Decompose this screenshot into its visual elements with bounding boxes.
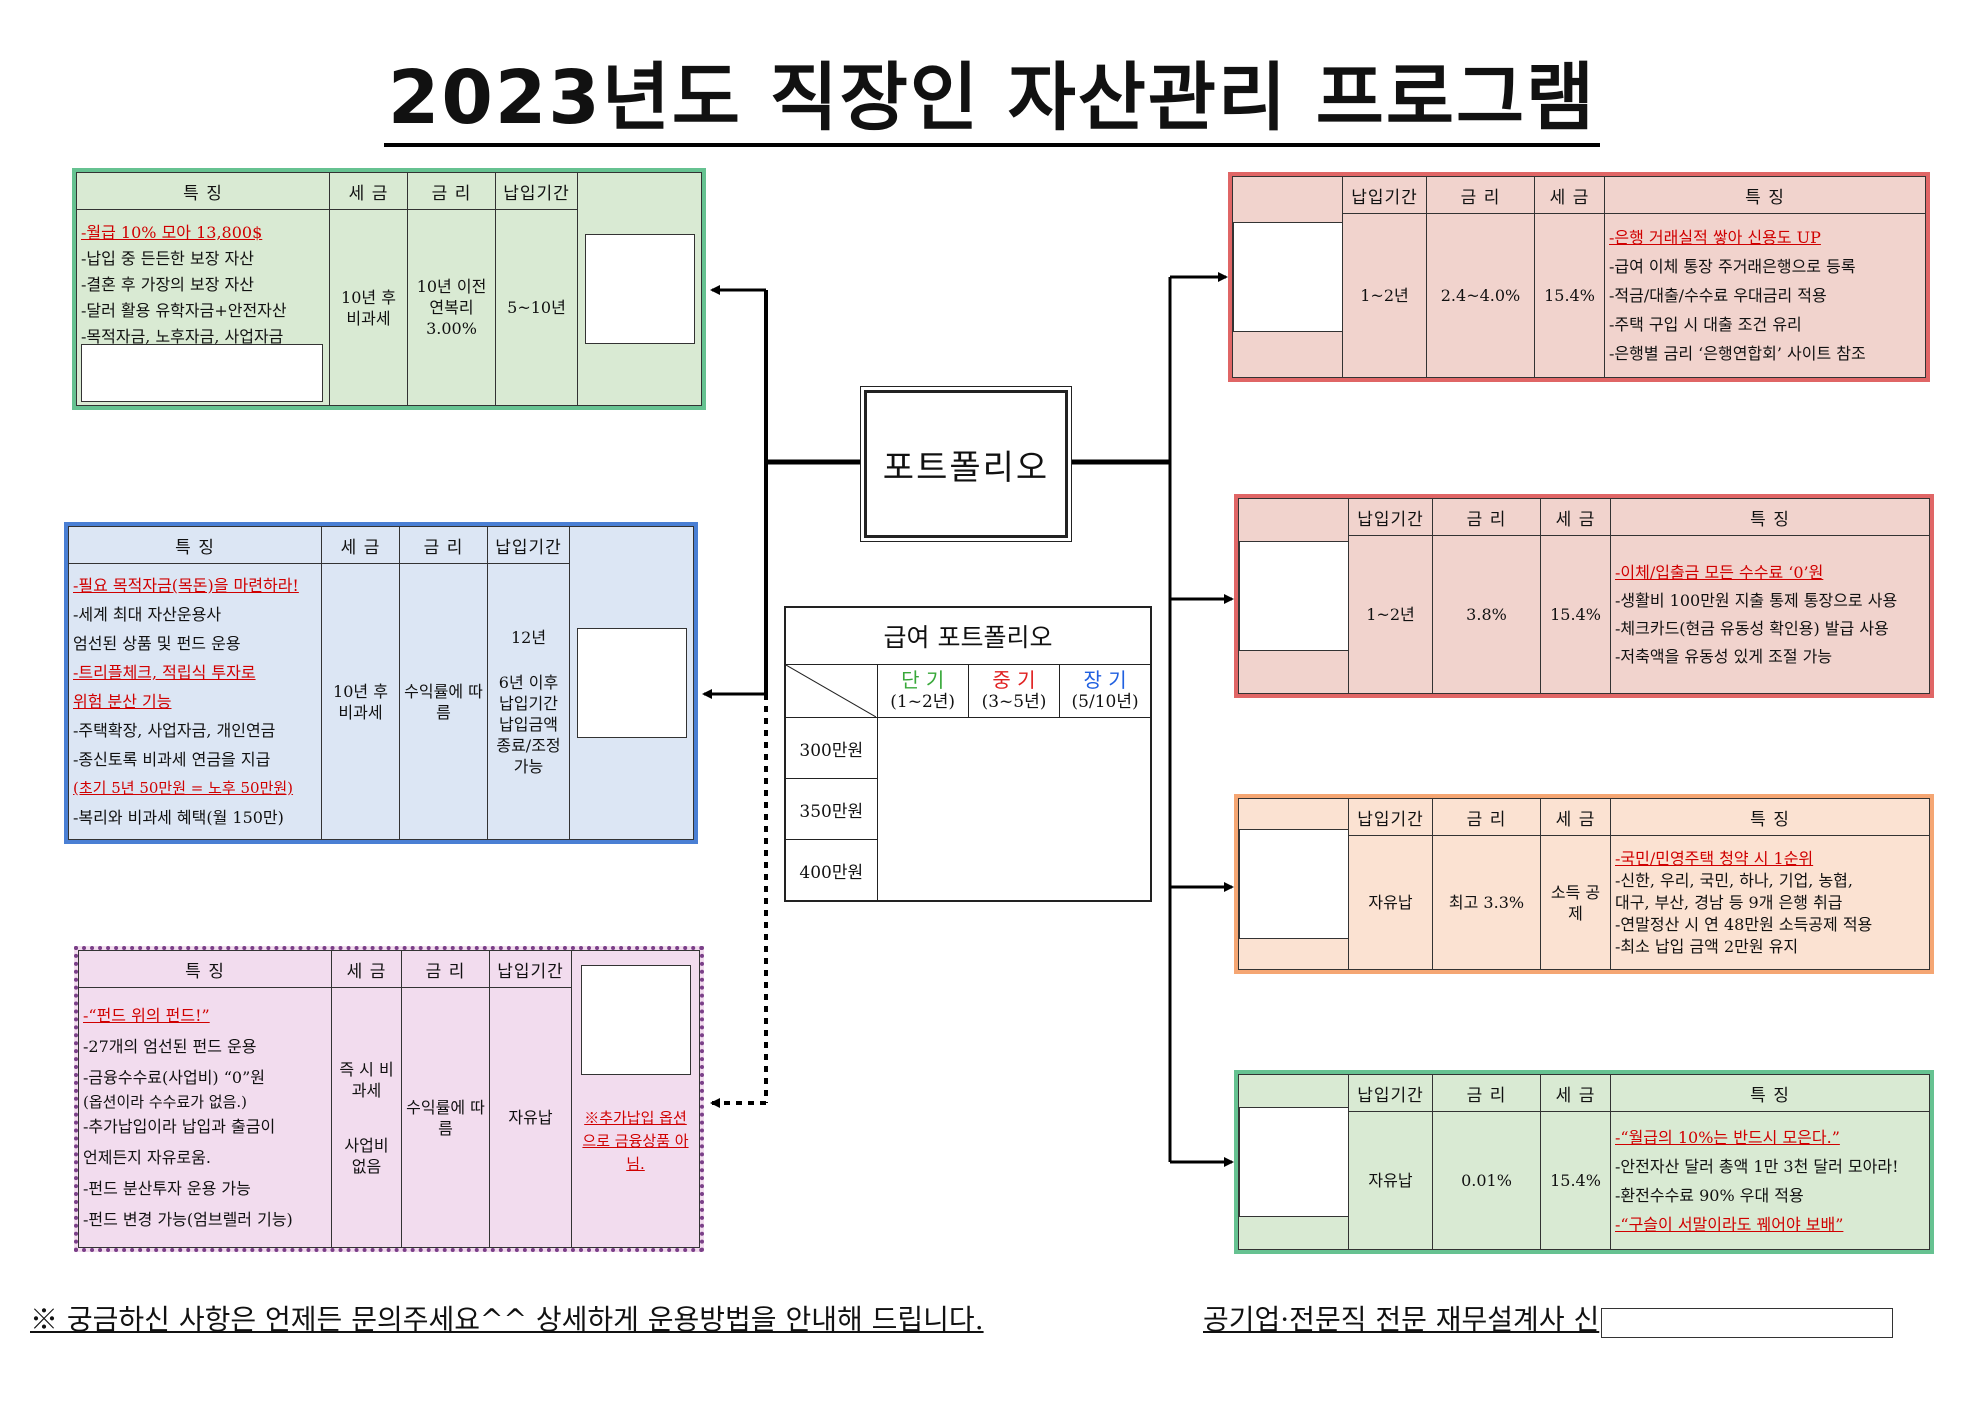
header-feature: 특 징	[1610, 498, 1930, 536]
logo-placeholder	[1239, 1107, 1349, 1217]
header-tax: 세 금	[1534, 176, 1605, 214]
period-value: 자유납	[1348, 835, 1433, 970]
tax-value: 10년 후 비과세	[329, 209, 408, 406]
rate-value: 0.01%	[1432, 1111, 1541, 1250]
logo-placeholder	[1239, 541, 1349, 651]
product-card-green-2: 납입기간 금 리 세 금 특 징 자유납 0.01% 15.4% -“월급의 1…	[1234, 1070, 1934, 1254]
header-period: 납입기간	[489, 950, 572, 988]
header-rate: 금 리	[399, 526, 488, 564]
footer-signature: 공기업·전문직 전문 재무설계사 신	[1203, 1298, 1894, 1338]
rate-value: 수익률에 따름	[399, 563, 488, 840]
logo-placeholder	[576, 628, 687, 738]
header-rate: 금 리	[407, 172, 496, 210]
salary-grid-empty	[876, 717, 1152, 902]
period-value: 자유납	[489, 987, 572, 1248]
logo-placeholder	[1239, 829, 1349, 939]
header-period: 납입기간	[1348, 1074, 1433, 1112]
header-feature: 특 징	[78, 950, 332, 988]
feature-list: -“월급의 10%는 반드시 모은다.” -안전자산 달러 총액 1만 3천 달…	[1610, 1111, 1930, 1250]
header-rate: 금 리	[401, 950, 490, 988]
header-rate: 금 리	[1432, 798, 1541, 836]
header-rate: 금 리	[1432, 1074, 1541, 1112]
logo-placeholder	[1233, 222, 1343, 332]
portfolio-box: 포트폴리오	[864, 390, 1068, 538]
salary-title: 급여 포트폴리오	[784, 606, 1152, 665]
column-mid: 중 기 (3~5년)	[967, 664, 1061, 718]
header-feature: 특 징	[1610, 798, 1930, 836]
diagonal-cell	[784, 664, 878, 718]
product-card-purple: 특 징 세 금 금 리 납입기간 ※추가납입 옵션으로 금융상품 아님. -“펀…	[74, 946, 704, 1252]
tax-value: 15.4%	[1540, 535, 1611, 694]
period-value: 1~2년	[1348, 535, 1433, 694]
column-long: 장 기 (5/10년)	[1059, 664, 1152, 718]
feature-list: -이체/입출금 모든 수수료 ‘0’원 -생활비 100만원 지출 통제 통장으…	[1610, 535, 1930, 694]
header-feature: 특 징	[1610, 1074, 1930, 1112]
rate-value: 최고 3.3%	[1432, 835, 1541, 970]
period-value: 5~10년	[495, 209, 578, 406]
rate-value: 3.8%	[1432, 535, 1541, 694]
column-short: 단 기 (1~2년)	[876, 664, 969, 718]
header-tax: 세 금	[1540, 1074, 1611, 1112]
product-card-pink-2: 납입기간 금 리 세 금 특 징 1~2년 3.8% 15.4% -이체/입출금…	[1234, 494, 1934, 698]
rate-value: 10년 이전 연복리 3.00%	[407, 209, 496, 406]
header-period: 납입기간	[1342, 176, 1427, 214]
header-period: 납입기간	[1348, 498, 1433, 536]
footer-note: ※ 궁금하신 사항은 언제든 문의주세요^^ 상세하게 운용방법을 안내해 드립…	[30, 1303, 984, 1336]
header-tax: 세 금	[1540, 498, 1611, 536]
period-value: 자유납	[1348, 1111, 1433, 1250]
feature-list: -월급 10% 모아 13,800$ -납입 중 든든한 보장 자산 -결혼 후…	[76, 209, 330, 406]
logo-placeholder	[584, 234, 695, 344]
logo-placeholder	[580, 965, 691, 1075]
tax-value: 10년 후 비과세	[321, 563, 400, 840]
feature-list: -국민/민영주택 청약 시 1순위 -신한, 우리, 국민, 하나, 기업, 농…	[1610, 835, 1930, 970]
tax-value: 소득 공제	[1540, 835, 1611, 970]
image-placeholder	[81, 344, 323, 402]
feature-list: -필요 목적자금(목돈)을 마련하라! -세계 최대 자산운용사 엄선된 상품 …	[68, 563, 322, 840]
product-card-orange: 납입기간 금 리 세 금 특 징 자유납 최고 3.3% 소득 공제 -국민/민…	[1234, 794, 1934, 974]
product-card-pink-1: 납입기간 금 리 세 금 특 징 1~2년 2.4~4.0% 15.4% -은행…	[1228, 172, 1930, 382]
page-title: 2023년도 직장인 자산관리 프로그램	[0, 38, 1984, 147]
header-rate: 금 리	[1426, 176, 1535, 214]
header-tax: 세 금	[321, 526, 400, 564]
rate-value: 수익률에 따름	[401, 987, 490, 1248]
period-note: 6년 이후 납입기간 납입금액 종료/조정 가능	[496, 672, 561, 776]
tax-value: 15.4%	[1540, 1111, 1611, 1250]
name-blank	[1601, 1308, 1894, 1338]
header-feature: 특 징	[76, 172, 330, 210]
feature-list: -“펀드 위의 펀드!” -27개의 엄선된 펀드 운용 -금융수수료(사업비)…	[78, 987, 332, 1248]
header-tax: 세 금	[329, 172, 408, 210]
header-period: 납입기간	[495, 172, 578, 210]
header-tax: 세 금	[1540, 798, 1611, 836]
header-feature: 특 징	[68, 526, 322, 564]
header-period: 납입기간	[487, 526, 570, 564]
period-value: 12년	[510, 627, 547, 647]
feature-list: -은행 거래실적 쌓아 신용도 UP -급여 이체 통장 주거래은행으로 등록 …	[1604, 213, 1926, 378]
product-card-blue: 특 징 세 금 금 리 납입기간 -필요 목적자금(목돈)을 마련하라! -세계…	[64, 522, 698, 844]
header-feature: 특 징	[1604, 176, 1926, 214]
header-rate: 금 리	[1432, 498, 1541, 536]
rate-value: 2.4~4.0%	[1426, 213, 1535, 378]
period-value: 1~2년	[1342, 213, 1427, 378]
tax-note: 사업비 없음	[344, 1135, 389, 1176]
tax-value: 15.4%	[1534, 213, 1605, 378]
salary-portfolio-table: 급여 포트폴리오 단 기 (1~2년) 중 기 (3~5년) 장 기 (5/10…	[784, 606, 1152, 906]
header-period: 납입기간	[1348, 798, 1433, 836]
row-label: 350만원	[784, 778, 878, 840]
row-label: 300만원	[784, 717, 878, 779]
row-label: 400만원	[784, 839, 878, 902]
product-card-green: 특 징 세 금 금 리 납입기간 -월급 10% 모아 13,800$ -납입 …	[72, 168, 706, 410]
option-note: ※추가납입 옵션으로 금융상품 아님.	[582, 1109, 689, 1173]
tax-value: 즉 시 비과세	[339, 1059, 394, 1100]
header-tax: 세 금	[331, 950, 402, 988]
